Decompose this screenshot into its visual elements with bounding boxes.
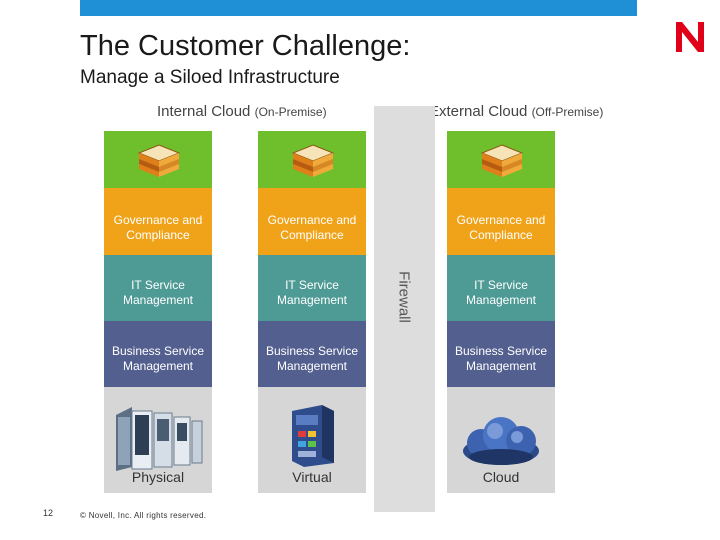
management-stack-block: [447, 131, 555, 188]
external-cloud-qualifier: (Off-Premise): [531, 105, 604, 119]
external-cloud-label: External Cloud: [429, 103, 528, 120]
it-service-line-2: Management: [276, 293, 348, 307]
governance-line-1: Governance and: [267, 212, 357, 227]
silo-column-virtual: Governance and Compliance IT Service Man…: [258, 131, 366, 493]
management-stack-block: [258, 131, 366, 188]
governance-line-1: Governance and: [456, 212, 546, 227]
firewall-label: Firewall: [395, 271, 413, 323]
business-service-line-2: Management: [465, 359, 537, 373]
business-service-line-2: Management: [122, 359, 194, 373]
governance-block: Governance and Compliance: [447, 188, 555, 255]
copyright-notice: © Novell, Inc. All rights reserved.: [80, 511, 207, 520]
infrastructure-label: Virtual: [292, 469, 332, 485]
external-cloud-header: External Cloud (Off-Premise): [429, 103, 603, 120]
infrastructure-label: Cloud: [482, 469, 520, 485]
virtual-server-icon: [292, 405, 334, 467]
internal-cloud-header: Internal Cloud (On-Premise): [157, 103, 327, 120]
business-service-block: Business Service Management: [104, 321, 212, 387]
governance-line-2: Compliance: [280, 227, 344, 242]
business-service-line-2: Management: [276, 359, 348, 373]
infrastructure-block: [258, 387, 366, 493]
page-number: 12: [43, 508, 54, 518]
novell-logo: [676, 22, 704, 52]
it-service-line-2: Management: [465, 293, 537, 307]
silo-column-cloud: Governance and Compliance IT Service Man…: [447, 131, 555, 493]
business-service-line-1: Business Service: [454, 344, 548, 358]
infrastructure-label: Physical: [131, 469, 185, 485]
cloud-icon: [463, 417, 539, 465]
infrastructure-block: [447, 387, 555, 493]
layered-stack-icon: [137, 144, 181, 177]
governance-line-2: Compliance: [126, 227, 190, 242]
business-service-block: Business Service Management: [258, 321, 366, 387]
top-accent-bar: [80, 0, 637, 16]
infrastructure-block: [104, 387, 212, 493]
page-title: The Customer Challenge:: [80, 30, 411, 62]
page-subtitle: Manage a Siloed Infrastructure: [80, 67, 340, 88]
internal-cloud-qualifier: (On-Premise): [254, 105, 327, 119]
it-service-block: IT Service Management: [104, 255, 212, 321]
governance-line-1: Governance and: [113, 212, 203, 227]
it-service-line-2: Management: [122, 293, 194, 307]
business-service-block: Business Service Management: [447, 321, 555, 387]
it-service-line-1: IT Service: [285, 278, 339, 292]
firewall-bar: [374, 106, 435, 512]
it-service-block: IT Service Management: [447, 255, 555, 321]
business-service-line-1: Business Service: [265, 344, 359, 358]
governance-line-2: Compliance: [469, 227, 533, 242]
silo-column-physical: Governance and Compliance IT Service Man…: [104, 131, 212, 493]
it-service-line-1: IT Service: [131, 278, 185, 292]
layered-stack-icon: [291, 144, 335, 177]
management-stack-block: [104, 131, 212, 188]
internal-cloud-label: Internal Cloud: [157, 103, 251, 120]
governance-block: Governance and Compliance: [258, 188, 366, 255]
layered-stack-icon: [480, 144, 524, 177]
it-service-line-1: IT Service: [474, 278, 528, 292]
server-rack-icon: [116, 407, 203, 471]
business-service-line-1: Business Service: [111, 344, 205, 358]
it-service-block: IT Service Management: [258, 255, 366, 321]
governance-block: Governance and Compliance: [104, 188, 212, 255]
